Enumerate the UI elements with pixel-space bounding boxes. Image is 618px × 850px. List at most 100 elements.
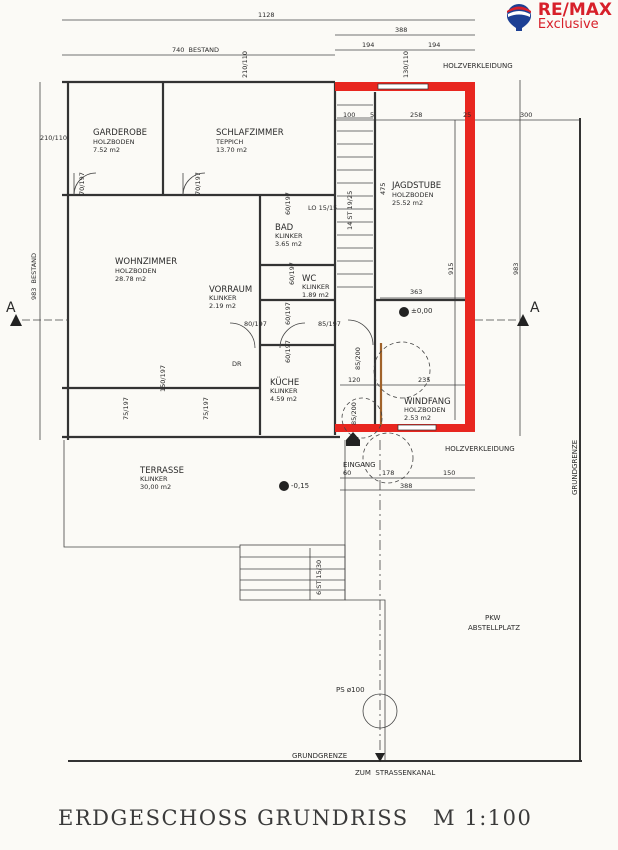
rooms-4-name-label: WOHNZIMMER [115,257,177,267]
logo-brand: RE/MAX [537,0,612,20]
rooms-9-floor-label: KLINKER [140,475,168,483]
dimensions-d5-label: 5 [370,111,374,119]
doors-1-label: 70/197 [194,172,202,195]
labels-strassenkanal-label: ZUM STRASSENKANAL [355,769,435,777]
labels-grundgrenze_bottom-label: GRUNDGRENZE [292,752,347,760]
doors-12-label: 150/197 [159,365,167,392]
labels-level_0-label: ±0,00 [411,307,432,315]
dimension-labels: 1128 388 194 194 740 BESTAND 100 5 258 2… [30,11,532,490]
rooms-6-floor-label: KLINKER [302,283,330,291]
rooms-0-area-label: 7.52 m2 [93,146,120,154]
doors-0-label: 70/197 [78,172,86,195]
balloon-icon [506,4,531,31]
rooms-8-name-label: WINDFANG [404,397,451,407]
rooms-5-floor-label: KLINKER [209,294,237,302]
dimensions-bestand-label: 740 BESTAND [172,46,219,54]
window-bottom [397,424,437,431]
rooms-4-area-label: 28.78 m2 [115,275,146,283]
labels-dr-label: DR [232,360,242,368]
dimensions-right_height-label: 983 [512,263,520,275]
doors-8-label: 85/200 [354,347,362,370]
labels-holz_top-label: HOLZVERKLEIDUNG [443,62,513,70]
doors-9-label: 85/200 [350,402,358,425]
rooms-7-name-label: KÜCHE [270,377,299,388]
dimensions-d475-label: 475 [379,183,387,195]
dimensions-right_part-label: 388 [395,26,407,34]
rooms-6-area-label: 1.89 m2 [302,291,329,299]
labels-grundgrenze_right-label: GRUNDGRENZE [571,440,579,495]
doors-6-label: 85/197 [318,320,341,328]
rooms-5-name-label: VORRAUM [209,285,252,295]
terrace-outline [63,440,398,760]
section-marker-right-icon [517,314,529,326]
dimensions-d178-label: 178 [382,469,394,477]
labels-eingang-label: EINGANG [343,461,376,469]
labels-holz_bottom-label: HOLZVERKLEIDUNG [445,445,515,453]
doors-4-label: 80/197 [244,320,267,328]
level-marker-icon [399,307,409,317]
rooms-4-floor-label: HOLZBODEN [115,267,157,275]
extension-wall-right [465,82,475,432]
doors-10-label: 75/197 [122,397,130,420]
section-label-right: A [530,300,540,316]
drain-arrow-icon [375,753,385,762]
doors-5-label: 60/197 [284,302,292,325]
dimensions-d363-label: 363 [410,288,422,296]
rooms-3-floor-label: KLINKER [275,232,303,240]
rooms-8-floor-label: HOLZBODEN [404,406,446,414]
logo-subtitle: Exclusive [537,17,599,32]
dimensions-d258-label: 258 [410,111,422,119]
labels-pkw-label: PKW [485,614,501,622]
interior-stairs-steps [337,104,373,288]
dimensions-d915-label: 915 [447,263,455,275]
window-top [377,83,429,90]
doors-11-label: 75/197 [202,397,210,420]
labels-lo-label: LO 15/15 [308,204,337,212]
rooms-5-area-label: 2.19 m2 [209,302,236,310]
dimensions-win_top-label: 210/110 [241,51,249,78]
dimensions-d120-label: 120 [348,376,360,384]
dimensions-d150-label: 150 [443,469,455,477]
rooms-6-name-label: WC [302,274,316,284]
doors-3-label: 60/197 [288,262,296,285]
labels-ps-label: PS ø100 [336,686,365,694]
rooms-1-area-label: 13.70 m2 [216,146,247,154]
rooms-7-floor-label: KLINKER [270,387,298,395]
rooms-1-name-label: SCHLAFZIMMER [216,128,284,138]
annotations: HOLZVERKLEIDUNG HOLZVERKLEIDUNG EINGANG … [232,62,579,777]
rooms-0-floor-label: HOLZBODEN [93,138,135,146]
dimensions-d300-label: 300 [520,111,532,119]
dimensions-d60-label: 60 [343,469,351,477]
labels-stairs_int-label: 14 ST 19/25 [346,191,354,230]
dimensions-win_ext-label: 130/110 [402,51,410,78]
labels-level_terrace-label: -0,15 [291,482,309,490]
door-swings [73,172,374,349]
remax-logo: RE/MAX Exclusive [504,2,612,32]
section-marker-left-icon [10,314,22,326]
level-marker-terrace-icon [279,481,289,491]
dimensions-half_a-label: 194 [362,41,374,49]
section-label-left: A [6,300,16,316]
dimensions-d388b-label: 388 [400,482,412,490]
rooms-7-area-label: 4.59 m2 [270,395,297,403]
dimensions-half_b-label: 194 [428,41,440,49]
doors-2-label: 60/197 [284,192,292,215]
rooms-2-name-label: JAGDSTUBE [391,181,441,191]
rooms-0-name-label: GARDEROBE [93,128,147,138]
walls [62,80,465,440]
rooms-1-floor-label: TEPPICH [215,138,243,146]
rooms-3-area-label: 3.65 m2 [275,240,302,248]
rooms-9-area-label: 30,00 m2 [140,483,171,491]
dimensions-left_bestand-label: 983 BESTAND [30,253,38,300]
rooms-8-area-label: 2.53 m2 [404,414,431,422]
dimensions-d100-label: 100 [343,111,355,119]
entry-swing-circles [341,341,431,484]
